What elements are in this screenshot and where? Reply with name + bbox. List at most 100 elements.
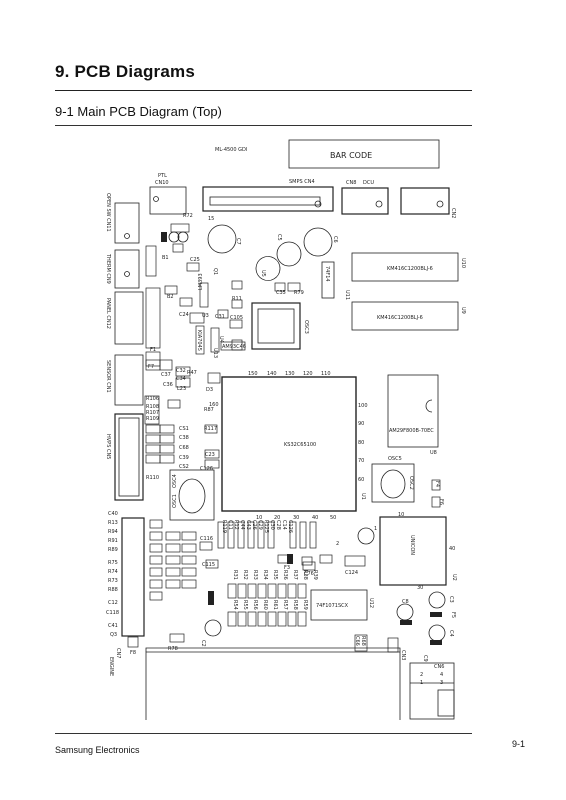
u12-part: 74F1071SCX <box>316 603 349 609</box>
model-label: ML-4500 GDI <box>215 147 247 153</box>
label-c29: C29 <box>257 520 263 530</box>
engine-label: ENGINE <box>108 657 114 676</box>
q3-label: Q3 <box>110 632 117 638</box>
unicon-pin30: 30 <box>417 585 423 591</box>
unicon-pin10: 10 <box>398 512 404 518</box>
label-c124: C124 <box>345 570 358 576</box>
label-r79: R79 <box>294 290 304 296</box>
label-r94: R94 <box>108 529 118 535</box>
capacitor-c7 <box>207 224 237 254</box>
label-r15: 15 <box>208 216 214 222</box>
u3-label: U3 <box>202 313 209 319</box>
cn2-connector <box>400 187 450 215</box>
u12-label: U12 <box>368 598 374 608</box>
cn7-label: CN7 <box>115 648 121 658</box>
label-r55: R55 <box>242 600 248 610</box>
label-r73: R73 <box>108 578 118 584</box>
therm-connector <box>114 249 140 289</box>
hvps-connector <box>114 413 144 501</box>
unicon-pin40: 40 <box>449 546 455 552</box>
u1-pin130: 130 <box>285 371 295 377</box>
label-c43: C43 <box>245 520 251 530</box>
label-c41: C41 <box>108 623 118 629</box>
label-c25: C25 <box>190 257 200 263</box>
label-c105: C105 <box>230 315 243 321</box>
label-c14: C14 <box>281 520 287 530</box>
label-c31: C31 <box>215 314 225 320</box>
label-c32: C32 <box>176 368 186 374</box>
footer-rule <box>55 733 472 734</box>
u1-pin70: 70 <box>358 458 364 464</box>
label-c68: C68 <box>179 445 189 451</box>
label-c12: C12 <box>108 600 118 606</box>
label-r107: R107 <box>146 410 159 416</box>
label-c23: C23 <box>205 452 215 458</box>
label-r109: R109 <box>146 416 159 422</box>
osc3-chip <box>251 302 301 350</box>
footer-page-number: 9-1 <box>512 739 526 749</box>
label-c126: C126 <box>287 520 293 533</box>
label-c115: C115 <box>202 562 215 568</box>
u1-pin50: 50 <box>330 515 336 521</box>
bar-code-box <box>288 139 440 169</box>
label-r110: R110 <box>146 475 159 481</box>
label-c40: C40 <box>108 511 118 517</box>
label-c9: C9 <box>422 655 428 662</box>
label-r38: R38 <box>302 570 308 580</box>
u10-chip <box>351 252 459 282</box>
label-r34: R34 <box>262 570 268 580</box>
label-r33: R33 <box>252 570 258 580</box>
label-r74: R74 <box>108 569 118 575</box>
label-r88: R88 <box>108 587 118 593</box>
u1-pin120: 120 <box>303 371 313 377</box>
label-c2: C2 <box>200 640 206 647</box>
label-f7: F7 <box>148 364 154 370</box>
label-c11: C11 <box>227 520 233 530</box>
sensor-connector <box>114 354 144 406</box>
label-r68: R68 <box>360 636 366 646</box>
label-c38: C38 <box>179 435 189 441</box>
label-c28: C28 <box>275 520 281 530</box>
label-r32: R32 <box>242 570 248 580</box>
cn6-pin1: 1 <box>420 680 423 686</box>
u11-label: U11 <box>344 290 350 300</box>
cn3-label: CN3 <box>400 650 406 660</box>
u8-part: AM29F800B-70EC <box>389 428 434 434</box>
lm-label: LM393 <box>198 273 204 290</box>
label-f5: F5 <box>450 612 456 618</box>
bar-code-label: BAR CODE <box>330 151 372 160</box>
u1-pin110: 110 <box>321 371 331 377</box>
therm-label: THERM CN9 <box>105 253 111 284</box>
label-r35: R35 <box>272 570 278 580</box>
u9-label: U9 <box>460 307 466 314</box>
u1-pin160: 160 <box>209 402 219 408</box>
label-f6: F6 <box>438 499 444 505</box>
label-r39: R39 <box>312 570 318 580</box>
label-c30: C30 <box>269 520 275 530</box>
osc1-label: OSC1 <box>172 494 178 508</box>
osc4-chip <box>169 469 215 521</box>
label-c116: C116 <box>200 536 213 542</box>
osc5-chip <box>371 463 415 503</box>
label-c37: C37 <box>161 372 171 378</box>
cn6-label: CN6 <box>434 664 444 670</box>
capacitor-c6 <box>303 227 333 257</box>
label-c44: C44 <box>239 520 245 530</box>
panel-label: PANEL CN12 <box>105 298 111 329</box>
label-pin2: 2 <box>336 541 339 547</box>
u1-pin10: 10 <box>256 515 262 521</box>
u12-chip <box>310 589 368 621</box>
label-r78: R78 <box>168 646 178 652</box>
u11-part: 74F14 <box>324 266 330 282</box>
u10-label: U10 <box>460 258 466 268</box>
hvps-label: HVPS CN5 <box>105 434 111 459</box>
q1-label: Q1 <box>212 268 218 275</box>
u1-pin20: 20 <box>274 515 280 521</box>
section-rule <box>55 125 472 126</box>
label-c66: C66 <box>354 636 360 646</box>
cn6-connector <box>409 662 455 720</box>
label-r12: R12 <box>233 520 239 530</box>
label-r36: R36 <box>282 570 288 580</box>
